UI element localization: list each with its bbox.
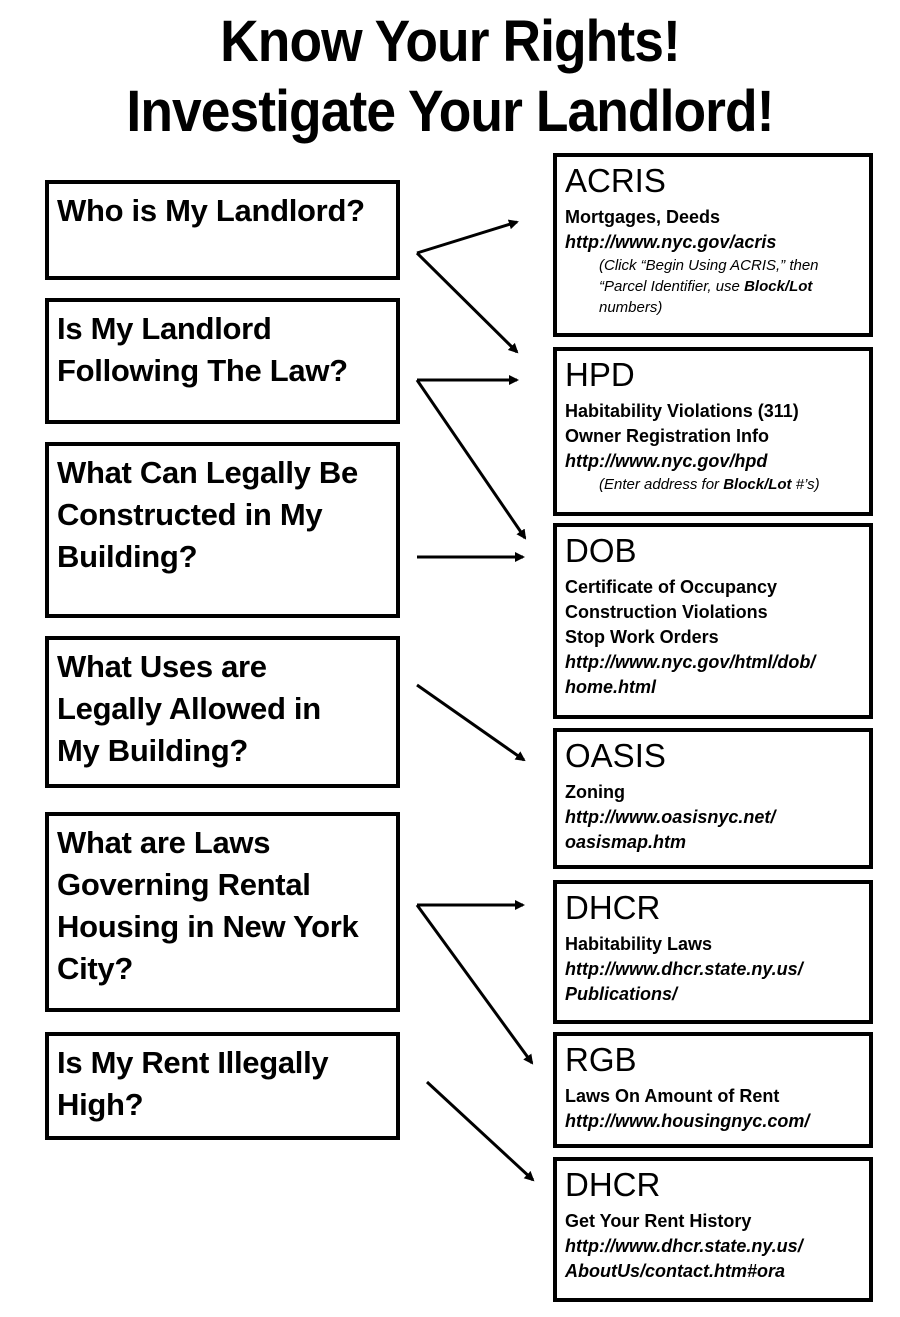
- question-text: What are Laws Governing Rental Housing i…: [57, 825, 359, 986]
- resource-description: Habitability Violations (311): [565, 401, 799, 421]
- arrow-icon: [416, 683, 526, 762]
- resource-note: (Enter address for Block/Lot #’s): [599, 476, 820, 493]
- question-box-landlord-following-law: Is My Landlord Following The Law?: [45, 298, 400, 424]
- page-title-line-1: Know Your Rights!: [220, 9, 681, 74]
- resource-heading: OASIS: [565, 737, 666, 774]
- resource-description: Zoning: [565, 782, 625, 802]
- resource-url-link[interactable]: http://www.nyc.gov/acris: [565, 232, 777, 252]
- resource-description: Habitability Laws: [565, 934, 713, 954]
- resource-description: Get Your Rent History: [565, 1211, 752, 1231]
- resource-description: Owner Registration Info: [565, 426, 770, 446]
- resource-description: Construction Violations: [565, 602, 768, 622]
- question-text: Is My Rent Illegally High?: [57, 1045, 329, 1122]
- resource-box-acris: ACRIS Mortgages, Deeds http://www.nyc.go…: [553, 153, 873, 337]
- resource-heading: DOB: [565, 532, 637, 569]
- resource-url-link[interactable]: http://www.oasisnyc.net/: [565, 807, 776, 827]
- question-text: Who is My Landlord?: [57, 193, 365, 228]
- page-title-line-2: Investigate Your Landlord!: [126, 79, 774, 144]
- resource-url-link-continued[interactable]: home.html: [565, 677, 657, 697]
- resource-description: Stop Work Orders: [565, 627, 719, 647]
- resource-url-link-continued[interactable]: Publications/: [565, 984, 678, 1004]
- resource-heading: RGB: [565, 1041, 637, 1078]
- arrow-icon: [425, 1080, 535, 1182]
- resource-description: Laws On Amount of Rent: [565, 1086, 780, 1106]
- resource-box-rgb: RGB Laws On Amount of Rent http://www.ho…: [553, 1032, 873, 1148]
- resource-heading: HPD: [565, 356, 635, 393]
- resource-note: numbers): [599, 299, 663, 316]
- resource-box-dhcr-habitability: DHCR Habitability Laws http://www.dhcr.s…: [553, 880, 873, 1024]
- resource-url-link-continued[interactable]: oasismap.htm: [565, 832, 687, 852]
- arrow-icon: [415, 251, 519, 354]
- question-box-who-is-landlord: Who is My Landlord?: [45, 180, 400, 280]
- resource-box-hpd: HPD Habitability Violations (311) Owner …: [553, 347, 873, 516]
- question-text: What Can Legally Be Constructed in My Bu…: [57, 455, 358, 574]
- resource-box-oasis: OASIS Zoning http://www.oasisnyc.net/ oa…: [553, 728, 873, 869]
- arrow-icon: [415, 379, 527, 540]
- question-box-legally-constructed: What Can Legally Be Constructed in My Bu…: [45, 442, 400, 618]
- resource-note: (Click “Begin Using ACRIS,” then: [599, 257, 819, 274]
- question-box-rental-laws: What are Laws Governing Rental Housing i…: [45, 812, 400, 1012]
- question-box-uses-allowed: What Uses are Legally Allowed in My Buil…: [45, 636, 400, 788]
- resource-box-dob: DOB Certificate of Occupancy Constructio…: [553, 523, 873, 719]
- resource-heading: ACRIS: [565, 162, 666, 199]
- resource-url-link[interactable]: http://www.nyc.gov/hpd: [565, 451, 768, 471]
- resource-url-link[interactable]: http://www.dhcr.state.ny.us/: [565, 1236, 803, 1256]
- resource-heading: DHCR: [565, 889, 661, 926]
- resource-description: Certificate of Occupancy: [565, 577, 778, 597]
- resource-box-dhcr-rent-history: DHCR Get Your Rent History http://www.dh…: [553, 1157, 873, 1302]
- question-box-rent-illegally-high: Is My Rent Illegally High?: [45, 1032, 400, 1140]
- resource-url-link[interactable]: http://www.housingnyc.com/: [565, 1111, 810, 1131]
- resource-heading: DHCR: [565, 1166, 661, 1203]
- arrow-icon: [416, 219, 519, 255]
- question-text: Is My Landlord Following The Law?: [57, 311, 348, 388]
- arrow-icon: [415, 904, 534, 1065]
- question-text: What Uses are Legally Allowed in My Buil…: [57, 649, 321, 768]
- resource-url-link-continued[interactable]: AboutUs/contact.htm#ora: [565, 1261, 786, 1281]
- resource-url-link[interactable]: http://www.dhcr.state.ny.us/: [565, 959, 803, 979]
- resource-note: “Parcel Identifier, use Block/Lot: [599, 278, 813, 295]
- resource-description: Mortgages, Deeds: [565, 207, 721, 227]
- resource-url-link[interactable]: http://www.nyc.gov/html/dob/: [565, 652, 816, 672]
